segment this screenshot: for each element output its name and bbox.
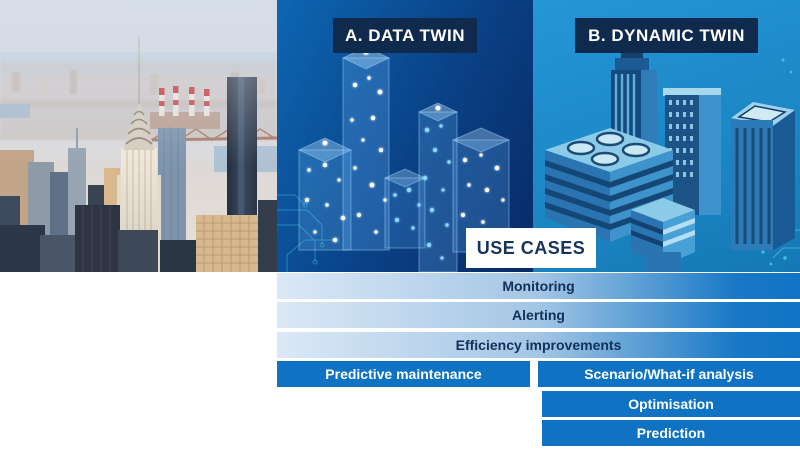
panel-data-twin [277,0,533,272]
use-case-alerting: Alerting [277,302,800,328]
use-case-predictive-maintenance: Predictive maintenance [277,361,530,387]
use-case-monitoring: Monitoring [277,273,800,299]
use-case-optimisation: Optimisation [542,391,800,417]
city-photo-art [0,0,277,272]
use-case-prediction: Prediction [542,420,800,446]
haze-overlay [0,0,277,165]
use-case-scenario-analysis: Scenario/What-if analysis [538,361,800,387]
data-points [304,49,505,260]
use-case-row: Optimisation [277,391,800,417]
data-twin-illustration [277,46,533,272]
use-case-row: Prediction [277,420,800,446]
dynamic-twin-label: B. DYNAMIC TWIN [575,18,758,53]
use-case-row: Monitoring [277,273,800,299]
row-spacer [277,391,534,417]
use-case-row: Alerting [277,302,800,328]
use-cases-badge: USE CASES [466,228,596,268]
data-buildings [297,46,511,272]
use-case-efficiency: Efficiency improvements [277,332,800,358]
data-twin-label: A. DATA TWIN [333,18,477,53]
tower-right [731,102,795,250]
foreground-buildings [0,200,277,272]
row-spacer [277,420,534,446]
building-small [631,198,695,272]
dynamic-twin-illustration [533,48,800,272]
use-case-row: Efficiency improvements [277,332,800,358]
use-case-row: Predictive maintenance Scenario/What-if … [277,361,800,387]
city-photo [0,0,277,272]
